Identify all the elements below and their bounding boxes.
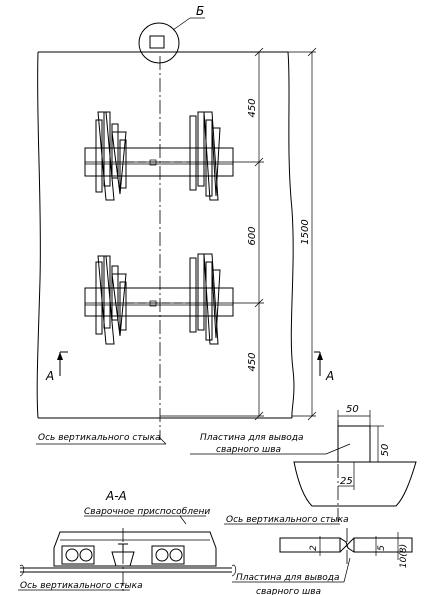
- axis-label-main: Ось вертикального стыка: [36, 433, 167, 445]
- plate-detail: 50 50 25 Пластина для вывода сварного шв…: [190, 404, 417, 525]
- dim-gap-right: 5: [377, 545, 387, 551]
- dim-plate-height: 50: [380, 444, 391, 457]
- section-mark-left-label: А: [45, 369, 54, 383]
- plate-for-weld-label-1: Пластина для вывода: [200, 433, 304, 443]
- plate-for-weld-bottom-label-1: Пластина для вывода: [236, 573, 340, 583]
- vertical-joint-axis-section-label: Ось вертикального стыка: [20, 581, 143, 591]
- wall-panel: [36, 51, 295, 419]
- plate-for-weld-label-2: сварного шва: [216, 445, 281, 455]
- section-a-a: А-А Сварочное приспособлени Ось вертикал…: [18, 489, 237, 592]
- plate-for-weld-bottom-label-2: сварного шва: [256, 587, 321, 595]
- thickness-detail: 2 5 10(8) Пластина для вывода сварного ш…: [232, 528, 413, 595]
- view-callout-label: Б: [196, 4, 204, 18]
- dim-total-height: 1500: [300, 219, 311, 244]
- dim-plate-width: 50: [346, 404, 359, 415]
- vertical-joint-axis-main-label: Ось вертикального стыка: [38, 433, 161, 443]
- dim-middle-spacing: 600: [247, 226, 258, 245]
- welding-fixture-label: Сварочное приспособлени: [84, 507, 210, 517]
- section-title: А-А: [105, 489, 127, 503]
- section-mark-right-label: А: [325, 369, 334, 383]
- section-mark-left: А: [45, 351, 68, 383]
- vertical-joint-axis-detail-label: Ось вертикального стыка: [226, 515, 349, 525]
- dim-thickness: 10(8): [399, 544, 409, 568]
- dimension-chain: 450 600 450 1500: [160, 47, 317, 421]
- dim-bottom-spacing: 450: [247, 352, 258, 371]
- dim-gap-small: 2: [309, 545, 319, 551]
- dim-top-spacing: 450: [247, 98, 258, 117]
- lower-welding-fixture: [84, 253, 234, 345]
- section-mark-right: А: [314, 351, 334, 383]
- upper-welding-fixture: [84, 111, 234, 201]
- view-callout: Б: [138, 4, 205, 64]
- dim-plate-offset: 25: [340, 476, 353, 487]
